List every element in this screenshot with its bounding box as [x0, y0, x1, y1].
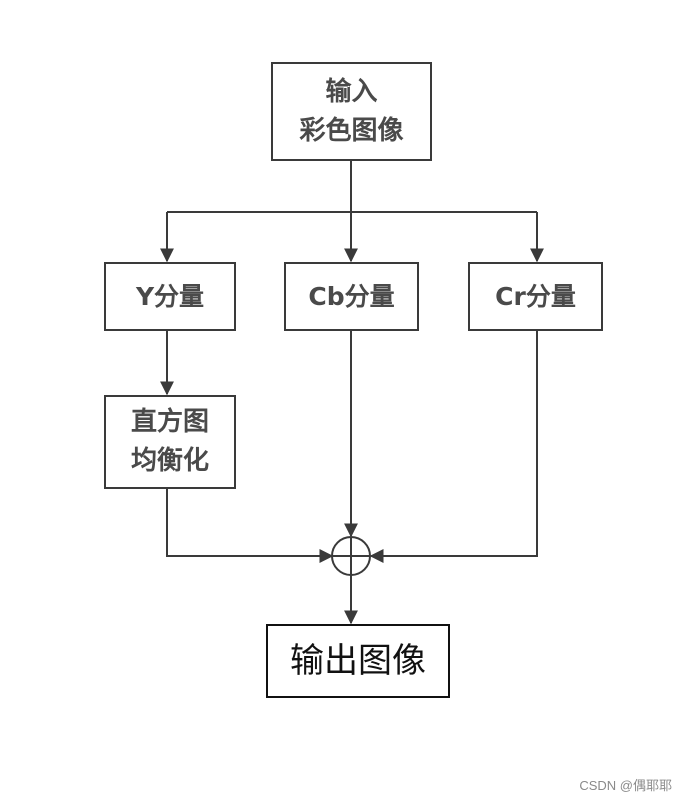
node-histogram-equalization: 直方图 均衡化 [104, 395, 236, 489]
node-output-label: 输出图像 [290, 640, 426, 681]
node-cr-label: Cr分量 [495, 281, 576, 311]
watermark-text: CSDN @偶耶耶 [579, 778, 672, 793]
node-y-component: Y分量 [104, 262, 236, 331]
edge-cr-to-sum [369, 331, 538, 563]
node-equalize-line2: 均衡化 [130, 446, 209, 476]
node-cb-component: Cb分量 [284, 262, 419, 331]
node-input-line2: 彩色图像 [299, 115, 404, 146]
node-equalize-line1: 直方图 [130, 407, 209, 437]
node-output-image: 输出图像 [266, 624, 450, 698]
edge-equalize-to-sum [166, 489, 334, 563]
node-input-line1: 输入 [325, 76, 378, 107]
node-cr-component: Cr分量 [468, 262, 603, 331]
node-input-color-image: 输入 彩色图像 [271, 62, 432, 161]
node-y-label: Y分量 [135, 281, 205, 311]
node-cb-label: Cb分量 [308, 281, 395, 311]
